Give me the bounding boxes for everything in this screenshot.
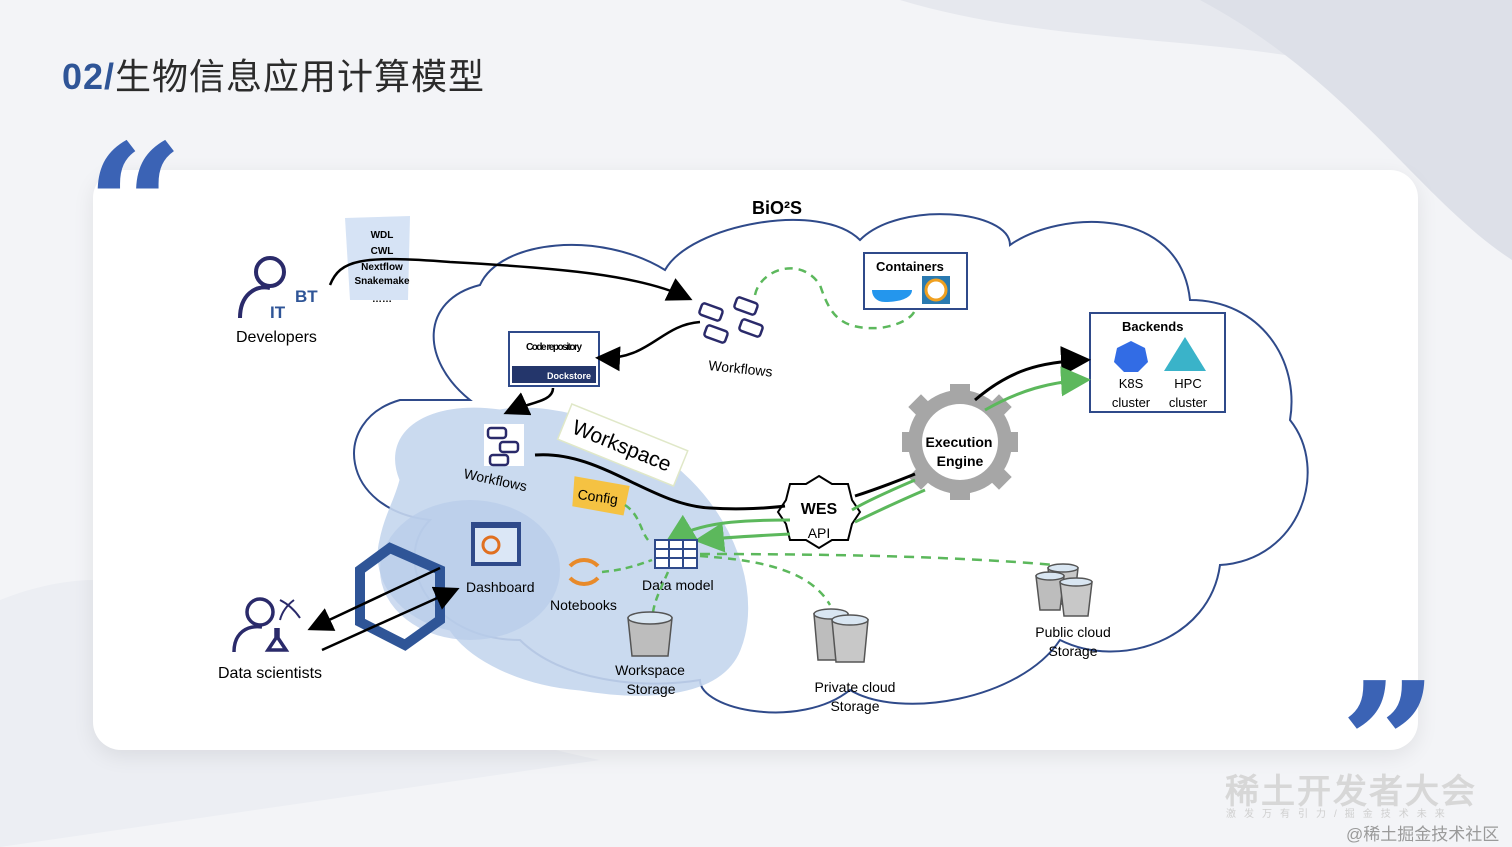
private-storage-sub: Storage <box>830 698 879 714</box>
public-storage-buckets <box>1035 563 1093 617</box>
language-list: WDL CWL Nextflow Snakemake …… <box>354 230 409 305</box>
language-item: WDL <box>371 230 394 241</box>
execution-engine-label: Execution <box>926 434 993 450</box>
section-number: 02/ <box>62 56 116 97</box>
it-label: IT <box>270 303 286 322</box>
public-storage-label: Public cloud <box>1035 624 1111 640</box>
language-scroll <box>345 216 410 300</box>
docker-icon <box>872 290 912 302</box>
config-label: Config <box>577 486 619 507</box>
title-text: 生物信息应用计算模型 <box>115 56 486 97</box>
k8s-label: K8S <box>1119 376 1144 391</box>
arrow-engine-to-backends-green <box>984 366 1091 412</box>
watermark-credit: @稀土掘金技术社区 <box>1346 825 1500 844</box>
config-note: Config <box>572 476 630 516</box>
code-repository-box: Code repository Dockstore <box>508 331 600 387</box>
arrow-workflows-to-repo <box>595 320 701 372</box>
dashed-datamodel-to-public <box>699 552 1066 568</box>
dashboard-label: Dashboard <box>466 579 535 595</box>
green-engine-to-wes-2 <box>854 488 926 524</box>
language-item: Snakemake <box>354 276 409 287</box>
close-quote-icon: ” <box>1340 645 1438 845</box>
workspace-storage-bucket <box>627 611 673 657</box>
bt-label: BT <box>295 287 318 306</box>
dashboard-region <box>380 500 560 640</box>
dashed-notebook-to-datamodel <box>601 558 653 574</box>
containers-label: Containers <box>876 259 944 274</box>
green-engine-to-wes-1 <box>851 478 916 512</box>
execution-engine-sub: Engine <box>937 453 984 469</box>
hpc-label: HPC <box>1174 376 1201 391</box>
containers-box: Containers <box>863 252 968 310</box>
line-wes-to-engine <box>854 472 916 498</box>
arrow-dashboard-to-scientists <box>307 566 441 631</box>
wes-label: WES <box>801 501 838 518</box>
execution-engine-gear: Execution Engine <box>902 384 1018 500</box>
workflow-icon-left <box>484 424 524 467</box>
language-item: CWL <box>371 246 394 257</box>
arrow-dev-to-workflows <box>328 257 693 301</box>
k8s-sub: cluster <box>1112 395 1151 410</box>
backends-title: Backends <box>1122 319 1183 334</box>
gateway-hexagon <box>355 542 445 651</box>
dashed-datamodel-to-private <box>699 554 832 606</box>
developers-label: Developers <box>236 329 317 346</box>
language-item: Nextflow <box>361 262 403 273</box>
line-workflows-to-wes <box>534 453 786 511</box>
dashed-containers-link <box>753 267 917 330</box>
code-repository-title: Code repository <box>526 342 582 353</box>
wes-api-gear: WES API <box>776 474 862 550</box>
data-scientists-icon <box>232 597 301 653</box>
kubernetes-icon <box>1114 341 1148 372</box>
page-title: 02/生物信息应用计算模型 <box>62 48 485 100</box>
workflows-top-label: Workflows <box>708 357 774 380</box>
private-storage-label: Private cloud <box>815 679 896 695</box>
platform-label: BiO²S <box>752 198 802 218</box>
arrow-scientists-to-dashboard <box>321 586 460 652</box>
dashed-config-to-datamodel <box>624 503 650 541</box>
dockstore-badge: Dockstore <box>547 371 591 381</box>
jupyter-icon <box>568 558 600 586</box>
backends-box: Backends K8S cluster HPC cluster <box>1089 312 1226 413</box>
developers-icon <box>238 256 286 319</box>
language-item: …… <box>372 294 392 305</box>
notebooks-label: Notebooks <box>550 597 617 613</box>
hpc-sub: cluster <box>1169 395 1208 410</box>
watermark-title: 稀土开发者大会 <box>1225 773 1477 811</box>
workspace-storage-label: Workspace <box>615 662 685 678</box>
open-quote-icon: “ <box>86 107 184 307</box>
dashed-datamodel-to-workspace-storage <box>651 571 670 613</box>
public-storage-sub: Storage <box>1048 643 1097 659</box>
dashboard-icon <box>471 522 521 566</box>
green-wes-to-datamodel-2 <box>694 522 791 553</box>
api-label: API <box>808 525 831 541</box>
private-storage-buckets <box>813 608 869 663</box>
workspace-storage-sub: Storage <box>626 681 675 697</box>
workflow-icon-top <box>698 296 764 344</box>
arrow-repo-to-workspace <box>503 387 555 416</box>
data-scientists-label: Data scientists <box>218 665 322 682</box>
arrow-engine-to-backends-black <box>974 346 1091 402</box>
watermark-subtitle: 激发万有引力/掘金技术未来 <box>1226 809 1453 820</box>
data-model-icon <box>654 539 698 569</box>
hpc-icon <box>1164 337 1206 371</box>
data-model-label: Data model <box>642 577 714 593</box>
